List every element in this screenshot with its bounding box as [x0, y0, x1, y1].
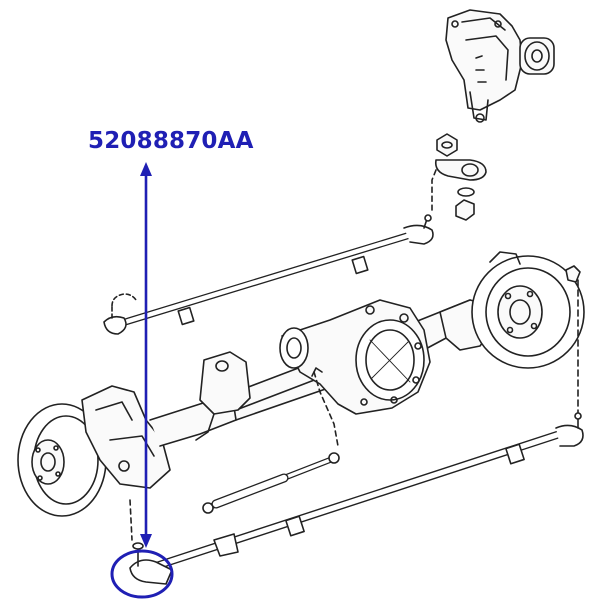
- track-bar-bracket: [195, 351, 251, 441]
- callout-arrow: [140, 162, 152, 548]
- brake-rotor-right: [471, 251, 585, 421]
- brake-rotor-left: [17, 403, 107, 517]
- callout-circle: [110, 549, 174, 599]
- tie-rod: [146, 412, 584, 572]
- drag-link: [103, 214, 434, 335]
- steering-damper: [202, 367, 340, 514]
- part-number-label: 52088870AA: [88, 128, 254, 154]
- pitman-arm: [431, 133, 487, 221]
- differential: [279, 299, 431, 415]
- tie-rod-end: [129, 499, 173, 585]
- steering-gear: [445, 9, 555, 123]
